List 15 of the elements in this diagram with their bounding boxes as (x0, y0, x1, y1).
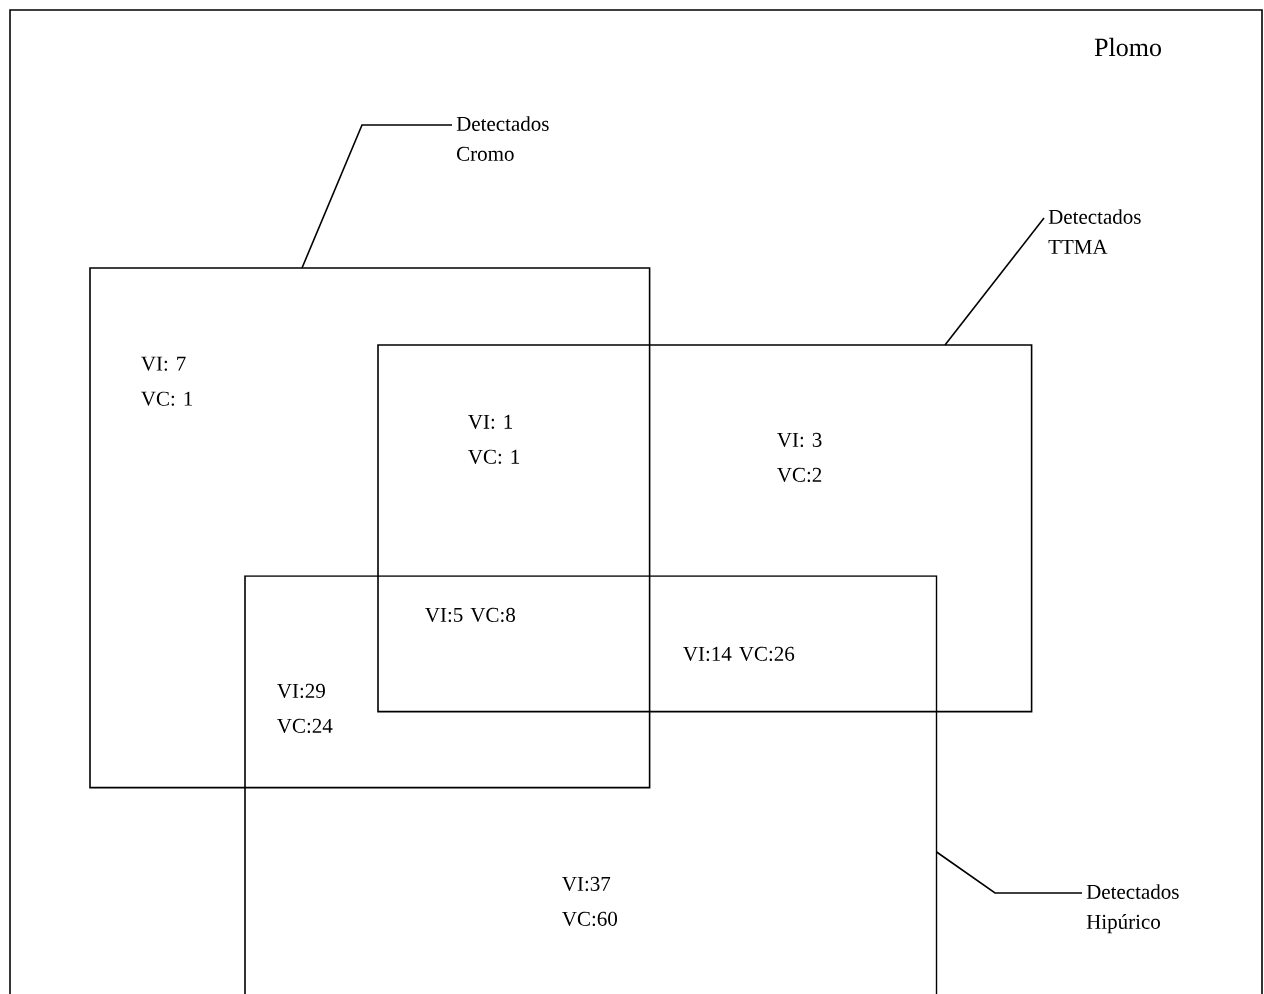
region-label: VI:37 VC:60 (562, 876, 617, 927)
region-label: VI:29 VC:24 (277, 683, 333, 734)
leader-line (944, 217, 1045, 346)
region-label: VI: 7 VC: 1 (141, 356, 193, 406)
region-label: VI:5 VC:8 (425, 607, 515, 623)
leader-line (935, 851, 1083, 894)
callout-text: Detectados Hipúrico (1086, 884, 1179, 934)
region-label: VI: 1 VC: 1 (468, 414, 520, 464)
callout-text: Detectados TTMA (1048, 209, 1141, 254)
region-label: VI: 3 VC:2 (777, 432, 822, 483)
rectangle (89, 267, 651, 789)
callout-text: Detectados Cromo (456, 116, 549, 161)
rectangle (377, 344, 1033, 713)
leader-line (301, 124, 453, 269)
region-label: VI:14 VC:26 (683, 646, 795, 662)
